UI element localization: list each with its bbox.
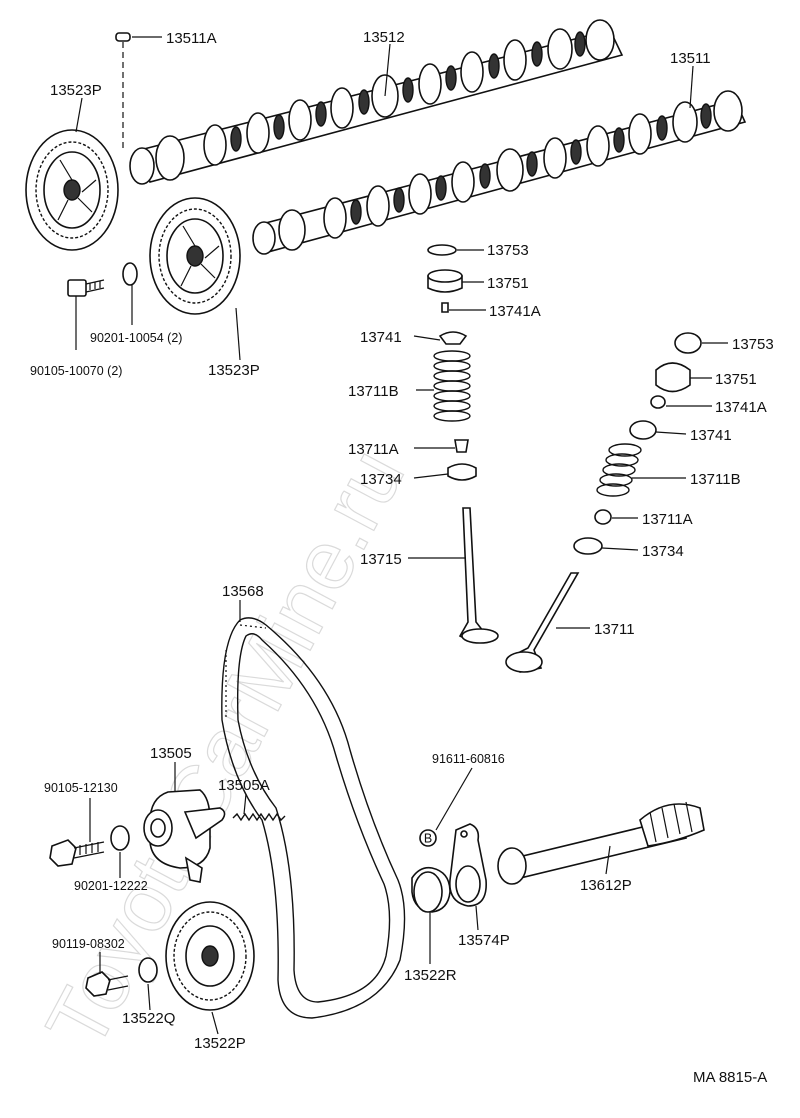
label-13511: 13511 [670,50,711,67]
label-90119-08302: 90119-08302 [52,937,125,951]
label-13711: 13711 [594,621,635,638]
knock-pin-13511a [115,32,131,42]
bolt-90105-12130 [49,839,105,867]
label-13522q: 13522Q [122,1010,175,1027]
timing-belt-13568 [221,617,406,1019]
leader-lines [75,36,728,1035]
washer-90201-12222 [110,825,130,851]
label-13523p-upper: 13523P [50,82,102,99]
label-13522r: 13522R [404,967,457,984]
callout-b-circle [419,829,437,847]
label-13751-a: 13751 [487,275,529,292]
camshaft-13512 [129,19,624,185]
label-13505: 13505 [150,745,192,762]
label-13523p-lower: 13523P [208,362,260,379]
camshaft-13511 [252,90,747,255]
label-13753-b: 13753 [732,336,774,353]
label-13574p: 13574P [458,932,510,949]
washer-90201-10054 [122,262,138,286]
label-90201-12222: 90201-12222 [74,879,148,893]
crank-pulley-13522p [165,901,255,1011]
valve-train-b [505,332,702,673]
cam-pulley-13523p-upper [25,129,119,251]
label-13505a: 13505A [218,777,270,794]
label-13512: 13512 [363,29,405,46]
label-90105-12130: 90105-12130 [44,781,118,795]
label-13734-b: 13734 [642,543,684,560]
label-13522p: 13522P [194,1035,246,1052]
bolt-90119-08302 [85,971,129,997]
label-90105-10070: 90105-10070 (2) [30,364,122,378]
label-13741-b: 13741 [690,427,732,444]
shaft-13612p [497,801,705,885]
label-13715: 13715 [360,551,402,568]
label-13711a-a: 13711A [348,441,399,458]
tension-spring-13505a [232,812,286,822]
label-13711b-a: 13711B [348,383,399,400]
cam-pulley-13523p-lower [149,197,241,315]
bolt-90105-10070 [67,279,105,297]
valve-train-a [427,244,499,644]
label-90201-10054: 90201-10054 (2) [90,331,182,345]
label-13568: 13568 [222,583,264,600]
label-91611-60816: 91611-60816 [432,752,505,766]
label-13751-b: 13751 [715,371,757,388]
label-13753-a: 13753 [487,242,529,259]
washer-13522q [138,957,158,983]
callout-b-label: B [424,832,432,846]
label-13511a: 13511A [166,30,217,47]
label-13711b-b: 13711B [690,471,741,488]
bracket-13574p [449,823,487,907]
label-13741a-a: 13741A [489,303,541,320]
label-13741-a: 13741 [360,329,402,346]
tensioner-13505 [143,789,226,883]
label-13612p: 13612P [580,877,632,894]
label-13734-a: 13734 [360,471,402,488]
label-13741a-b: 13741A [715,399,767,416]
label-13711a-b: 13711A [642,511,693,528]
drawing-code: MA 8815-A [693,1069,767,1086]
pulley-13522r [411,866,451,913]
